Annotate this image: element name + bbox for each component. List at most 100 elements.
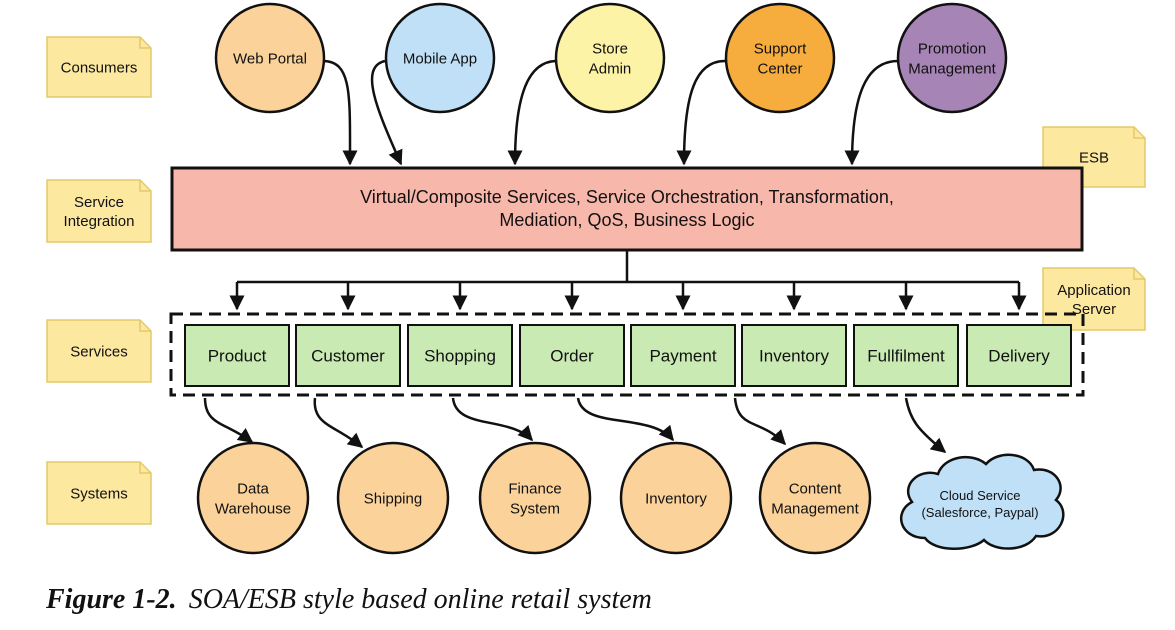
system-label-line: Data [237,480,269,497]
consumer-circle [384,2,496,114]
service-label-line: Product [208,346,267,365]
system-label-line: Management [771,500,859,517]
layer-note-systems-shape [46,461,152,525]
system-node: Shipping [336,441,450,555]
esb-note-fold [1133,127,1145,139]
system-circle [336,441,450,555]
service-rect [407,324,513,387]
service-label-line: Inventory [759,346,829,365]
esb-bar [170,166,1084,252]
service-rect [630,324,736,387]
layer-note-consumers-shape [46,36,152,98]
system-label: Shipping [364,490,422,507]
application-server-note-text-line: Application [1057,282,1130,299]
system-label-line: System [510,500,560,517]
application-server-note-fold [1133,268,1145,280]
consumer-label-line: Store [592,40,628,57]
consumer-circle [896,2,1008,114]
consumer-node: Mobile App [384,2,496,114]
consumer-label-line: Admin [589,60,632,77]
service-label-line: Fullfilment [867,346,945,365]
esb-note-text-line: ESB [1079,149,1109,166]
consumer-circle [554,2,666,114]
application-server-note-text-line: Server [1072,301,1116,318]
consumer-label-line: Management [908,60,996,77]
system-label-line: Finance [508,480,561,497]
system-arrow [904,397,947,453]
cloud-shape [900,453,1065,550]
layer-note-services-shape [46,319,152,383]
esb-text-line: Virtual/Composite Services, Service Orch… [360,187,894,207]
system-arrow [203,397,254,444]
consumer-label: Web Portal [233,50,307,67]
service-label: Customer [311,346,385,365]
consumer-arrow [322,59,358,166]
figure-caption: Figure 1-2. SOA/ESB style based online re… [46,584,652,616]
service-box: Shopping [407,324,513,387]
service-label-line: Customer [311,346,385,365]
layer-note-service-integration-text-line: Integration [64,213,135,230]
service-label: Product [208,346,267,365]
service-label: Inventory [759,346,829,365]
system-label-line: Warehouse [215,500,291,517]
service-rect [295,324,401,387]
system-circle [758,441,872,555]
cloud-label-line: (Salesforce, Paypal) [921,505,1038,520]
service-label-line: Order [550,346,594,365]
consumer-arrow [370,59,403,166]
consumer-circle [724,2,836,114]
service-box: Order [519,324,625,387]
system-arrow [451,397,534,442]
esb-text: Virtual/Composite Services, Service Orch… [360,187,894,230]
cloud-label-line: Cloud Service [940,488,1021,503]
service-box: Product [184,324,290,387]
layer-note-consumers-fold [139,37,151,49]
layer-note-service-integration-shape [46,179,152,243]
service-box: Inventory [741,324,847,387]
cloud-service-node: Cloud Service (Salesforce, Paypal) [900,453,1065,550]
system-arrow [576,397,674,442]
cloud-label: Cloud Service (Salesforce, Paypal) [921,488,1038,520]
layer-note-systems-fold [139,462,151,474]
layer-note-services: Services [46,319,152,383]
system-circle [196,441,310,555]
service-label-line: Delivery [988,346,1050,365]
layer-note-services-fold [139,320,151,332]
consumer-label-line: Center [757,60,802,77]
consumer-label: Mobile App [403,50,477,67]
service-label: Payment [649,346,716,365]
service-label: Order [550,346,594,365]
layer-note-consumers-text-line: Consumers [61,59,138,76]
caption-label: Figure 1-2. [46,584,177,615]
service-label: Shopping [424,346,496,365]
system-circle [619,441,733,555]
service-rect [519,324,625,387]
layer-note-services-text-line: Services [70,343,128,360]
service-box: Fullfilment [853,324,959,387]
system-label-line: Content [789,480,842,497]
system-label-line: Inventory [645,490,707,507]
service-box: Delivery [966,324,1072,387]
service-rect [966,324,1072,387]
layer-note-service-integration-text-line: Service [74,194,124,211]
consumer-arrow [844,59,899,166]
consumer-label-line: Mobile App [403,50,477,67]
consumer-circle [214,2,326,114]
service-label-line: Payment [649,346,716,365]
esb-text-line: Mediation, QoS, Business Logic [499,210,754,230]
service-rect [741,324,847,387]
service-rect [184,324,290,387]
caption-text: SOA/ESB style based online retail system [188,584,652,615]
